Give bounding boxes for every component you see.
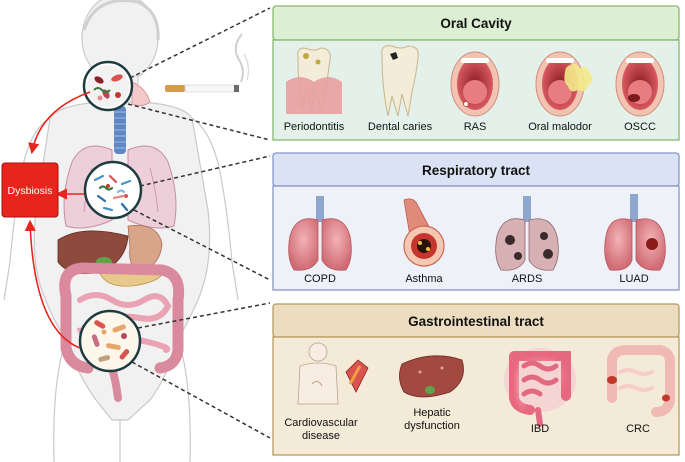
airway-asthma-icon — [403, 198, 445, 267]
gi-item-label-line1: Hepatic — [413, 407, 451, 419]
colon-tumor-icon — [607, 345, 675, 417]
oral-item-label: Periodontitis — [284, 121, 345, 133]
mouth-cancer-icon — [615, 51, 665, 117]
connector-lines — [127, 7, 271, 439]
gi-item-label-line2: dysfunction — [404, 420, 460, 432]
caries-tooth-icon — [381, 45, 419, 117]
lung-tumor-icon — [604, 194, 666, 271]
cigarette-icon — [165, 33, 250, 93]
dysbiosis-box — [1, 162, 59, 218]
dysbiosis-label: Dysbiosis — [8, 185, 53, 197]
oral-item-label: Oral malodor — [528, 121, 592, 133]
gi-item-label-line2: disease — [302, 430, 340, 442]
oral-to-dysbiosis-arrow — [28, 91, 91, 155]
oral-cavity-panel: Oral Cavity — [272, 5, 680, 141]
periodontitis-tooth-icon — [286, 47, 342, 114]
gi-item-label-line1: Cardiovascular — [284, 417, 358, 429]
respiratory-item-label: LUAD — [619, 273, 648, 285]
oral-item-label: RAS — [464, 121, 487, 133]
gi-item-label: CRC — [626, 423, 650, 435]
oral-item-label: OSCC — [624, 121, 656, 133]
gi-item-label: IBD — [531, 423, 549, 435]
respiratory-item-label: COPD — [304, 273, 336, 285]
gut-microbiome-zoom-circle — [78, 309, 142, 373]
mouth-malodor-icon — [535, 51, 593, 117]
respiratory-tract-panel: Respiratory tract — [272, 152, 680, 291]
gut-to-dysbiosis-arrow — [24, 219, 81, 349]
mouth-ulcer-icon — [450, 51, 500, 117]
oral-cavity-title: Oral Cavity — [440, 16, 512, 31]
lung-microbiome-zoom-circle — [83, 160, 143, 220]
liver-icon — [399, 355, 464, 398]
lungs-ards-icon — [495, 196, 559, 271]
respiratory-tract-title: Respiratory tract — [422, 163, 531, 178]
gastrointestinal-tract-title: Gastrointestinal tract — [408, 314, 544, 329]
oral-item-label: Dental caries — [368, 121, 433, 133]
respiratory-item-label: Asthma — [405, 273, 443, 285]
lungs-copd-icon — [288, 196, 352, 271]
inflamed-intestine-icon — [504, 348, 576, 427]
oral-microbiome-zoom-circle — [82, 60, 134, 112]
heart-vessel-icon — [297, 342, 369, 405]
gastrointestinal-tract-panel: Gastrointestinal tract — [272, 303, 680, 456]
respiratory-item-label: ARDS — [512, 273, 543, 285]
